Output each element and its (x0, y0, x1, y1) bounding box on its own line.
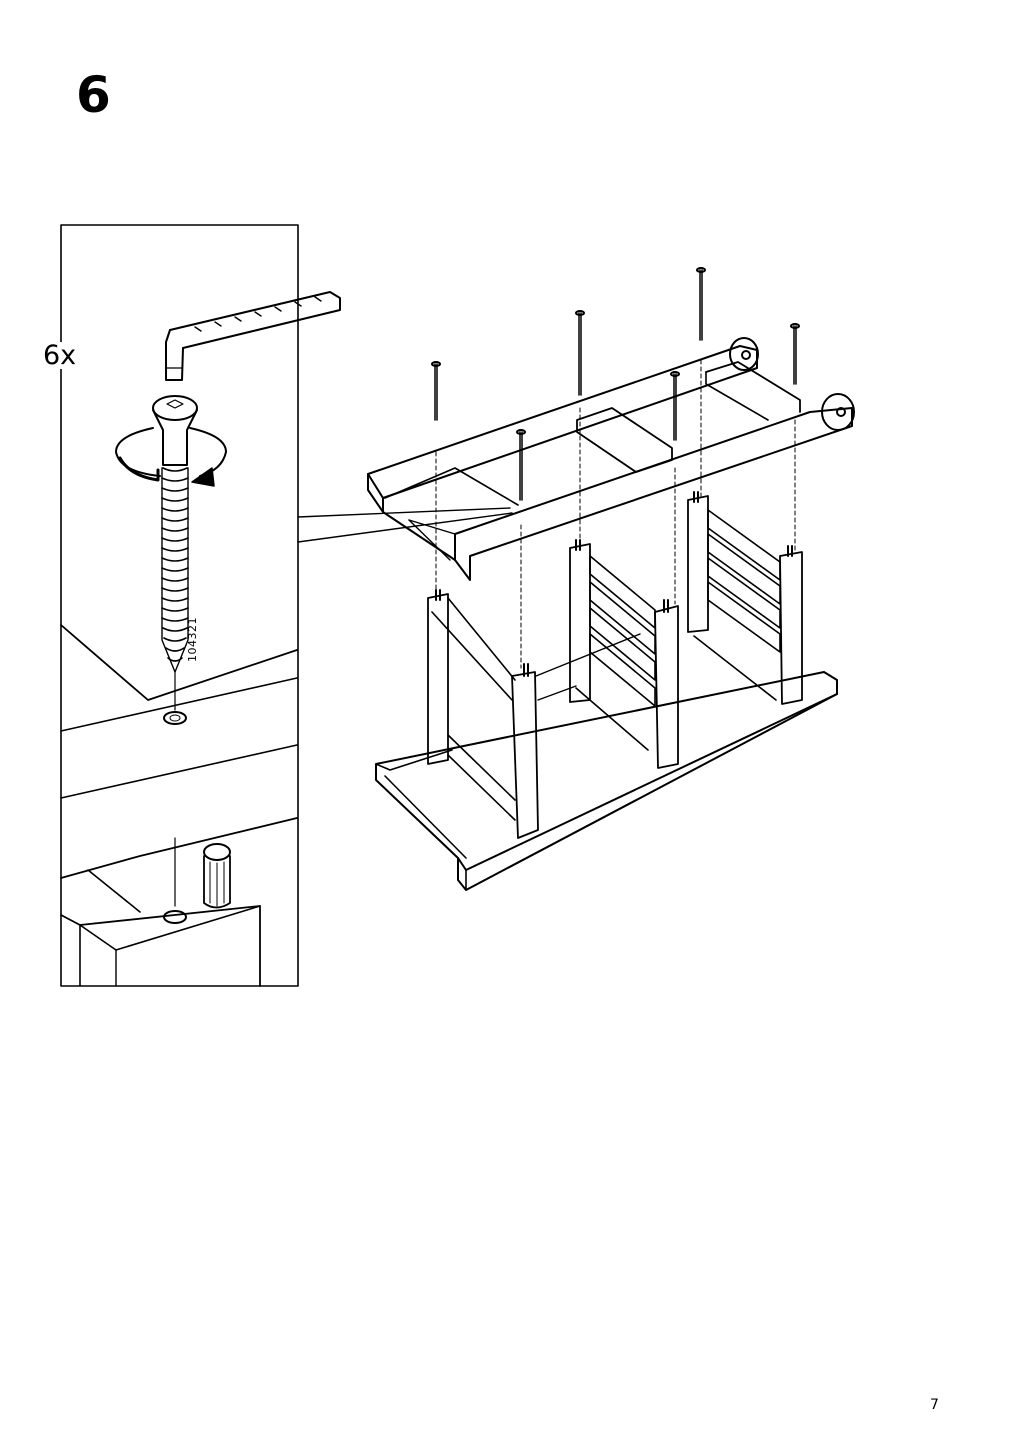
step-number: 6 (76, 66, 111, 124)
stool-assembly (367, 267, 855, 891)
page-number: 7 (930, 1397, 939, 1413)
rotate-arrow-icon (115, 427, 227, 487)
allen-key-icon (165, 291, 341, 381)
quantity-label: 6x (42, 340, 78, 371)
part-number-label: 104321 (186, 617, 199, 662)
screw-icon (152, 395, 198, 673)
detail-callout (60, 224, 513, 987)
